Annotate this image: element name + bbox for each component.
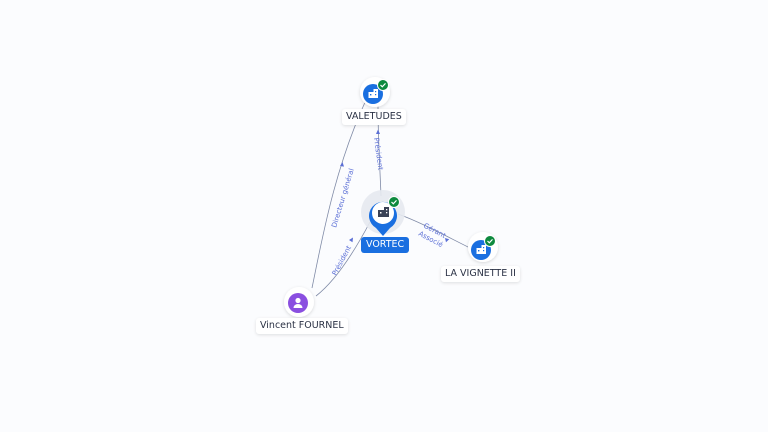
node-vortec[interactable] [361,190,405,236]
verified-check-icon [377,79,389,91]
building-icon [476,245,486,254]
edge-person-vortec[interactable]: Président [315,221,371,297]
building-icon [378,207,389,217]
edge-label-directeur-general: Directeur général [330,167,356,228]
person-icon [293,297,303,308]
node-vincent-fournel[interactable] [284,287,314,317]
edge-label-president-1: Président [372,137,385,171]
arrow-icon [445,238,450,243]
node-label-vincent-fournel[interactable]: Vincent FOURNEL [256,318,348,334]
arrow-icon [340,162,344,167]
node-valetudes[interactable] [360,77,390,107]
node-label-valetudes[interactable]: VALETUDES [342,109,406,125]
arrow-icon [376,129,380,134]
node-label-vortec[interactable]: VORTEC [361,237,410,253]
verified-check-icon [388,196,400,208]
verified-check-icon [484,235,496,247]
building-icon [368,89,378,98]
edge-label-president-2: Président [331,244,354,277]
node-label-la-vignette-ii[interactable]: LA VIGNETTE II [441,266,520,282]
node-la-vignette-ii[interactable] [468,232,498,262]
arrow-icon [349,237,353,243]
